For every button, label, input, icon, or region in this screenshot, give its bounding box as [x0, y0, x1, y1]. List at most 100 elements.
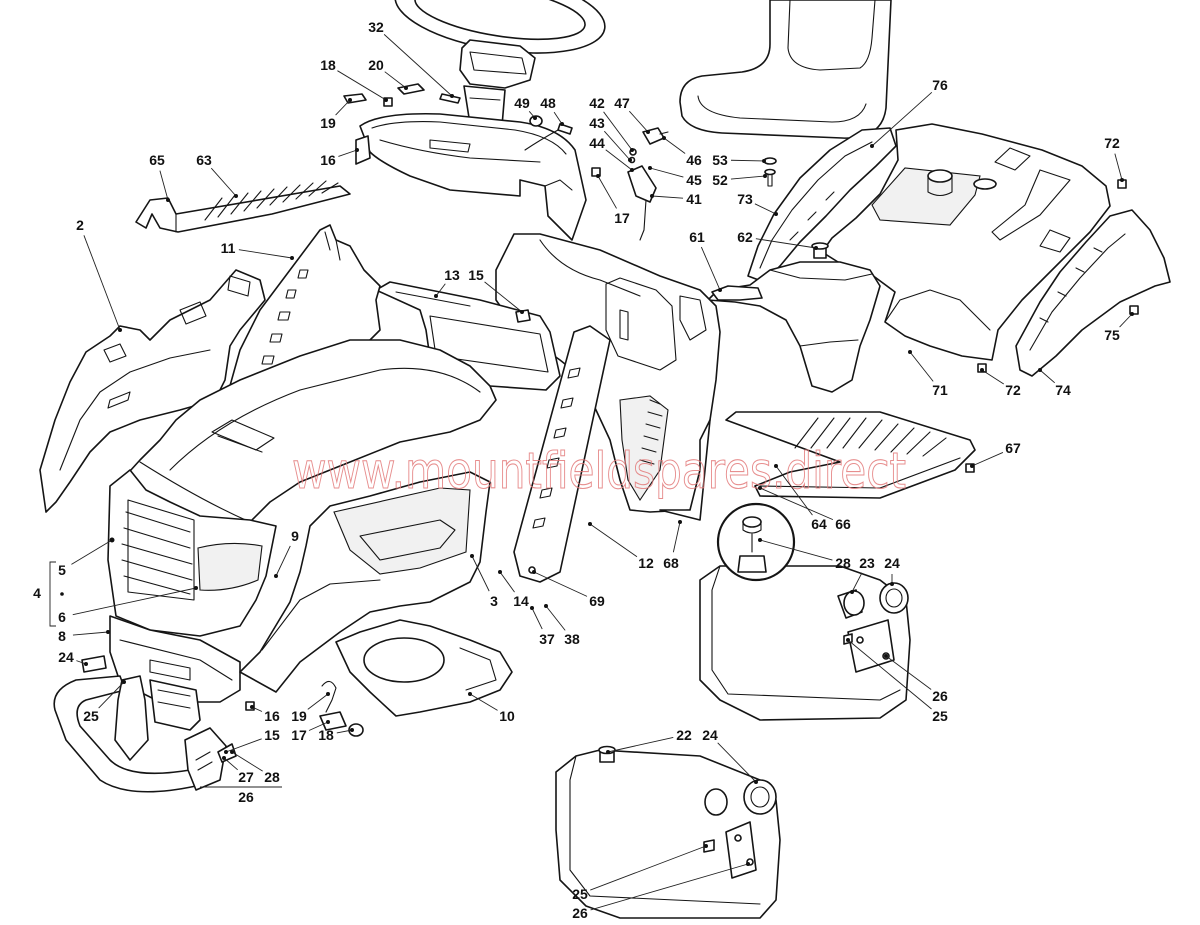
- leader-line-2: [83, 235, 121, 331]
- leader-dot-24: [754, 780, 758, 784]
- part-callout-46: 46: [686, 152, 702, 168]
- leader-line-14: [499, 571, 515, 593]
- leader-dot-72: [1120, 178, 1124, 182]
- part-callout-17: 17: [614, 210, 630, 226]
- part-callout-26: 26: [572, 905, 588, 921]
- leader-line-5: [71, 539, 113, 565]
- leader-line-26: [590, 863, 749, 911]
- part-callout-42: 42: [589, 95, 605, 111]
- part-callout-75: 75: [1104, 327, 1120, 343]
- leader-line-17: [597, 175, 617, 209]
- leader-line-69: [533, 571, 588, 597]
- part-callout-15: 15: [468, 267, 484, 283]
- leader-dot-26: [884, 654, 888, 658]
- dash-knob-19: [343, 93, 367, 104]
- part-callout-53: 53: [712, 152, 728, 168]
- leader-dot-5: [110, 538, 114, 542]
- leader-dot-14: [498, 570, 502, 574]
- fuel-tank-alt: [555, 745, 781, 919]
- part-callout-24: 24: [58, 649, 74, 665]
- rear-fender-flap: [1015, 209, 1171, 377]
- part-callout-71: 71: [932, 382, 948, 398]
- leader-line-22: [607, 736, 674, 753]
- part-callout-25: 25: [572, 886, 588, 902]
- part-callout-45: 45: [686, 172, 702, 188]
- part-callout-16: 16: [320, 152, 336, 168]
- leader-dot-19: [326, 692, 330, 696]
- part-callout-27: 27: [238, 769, 254, 785]
- leader-line-67: [971, 452, 1004, 467]
- leader-dot-25: [704, 844, 708, 848]
- part-callout-43: 43: [589, 115, 605, 131]
- bolt-52: [764, 168, 776, 187]
- leader-dot-52: [763, 174, 767, 178]
- part-callout-3: 3: [490, 593, 498, 609]
- part-callout-22: 22: [676, 727, 692, 743]
- part-callout-4: 4: [33, 585, 41, 601]
- leader-line-32: [383, 34, 453, 97]
- leader-dot-62: [814, 246, 818, 250]
- right-footplate: [725, 411, 976, 499]
- part-callout-47: 47: [614, 95, 630, 111]
- leader-line-15: [225, 738, 262, 753]
- part-callout-66: 66: [835, 516, 851, 532]
- part-callout-68: 68: [663, 555, 679, 571]
- part-callout-16: 16: [264, 708, 280, 724]
- fuel-cap-detail-circle: [716, 502, 796, 582]
- part-callout-48: 48: [540, 95, 556, 111]
- leader-line-3: [471, 555, 490, 592]
- leader-line-25: [590, 845, 707, 891]
- leader-dot-17: [596, 174, 600, 178]
- leader-line-65: [159, 170, 169, 201]
- leader-dot-12: [588, 522, 592, 526]
- lower-fixings: [217, 680, 364, 763]
- leader-line-41: [651, 195, 684, 199]
- part-callout-76: 76: [932, 77, 948, 93]
- leader-line-71: [909, 351, 934, 382]
- part-callout-11: 11: [221, 240, 236, 256]
- part-callout-23: 23: [859, 555, 875, 571]
- part-callout-19: 19: [291, 708, 307, 724]
- seat-switch: [811, 242, 829, 259]
- leader-line-45: [649, 167, 684, 178]
- right-side-panel: [239, 471, 491, 693]
- part-callout-38: 38: [564, 631, 580, 647]
- leader-dot-61: [718, 288, 722, 292]
- leader-dot-9: [274, 574, 278, 578]
- part-callout-10: 10: [499, 708, 515, 724]
- leader-line-18: [336, 729, 353, 734]
- leader-line-72: [981, 369, 1005, 385]
- leader-line-18: [337, 70, 387, 101]
- leader-dot-66: [758, 486, 762, 490]
- part-callout-5: 5: [58, 562, 66, 578]
- leader-dot-41: [650, 194, 654, 198]
- part-callout-28: 28: [835, 555, 851, 571]
- leader-dot-24: [84, 662, 88, 666]
- part-callout-64: 64: [811, 516, 827, 532]
- center-console: [375, 281, 561, 391]
- leader-dot-20: [404, 86, 408, 90]
- leader-line-68: [672, 521, 681, 553]
- leader-line-38: [545, 605, 566, 631]
- leader-dot-15: [520, 310, 524, 314]
- part-callout-25: 25: [932, 708, 948, 724]
- leader-line-20: [384, 71, 407, 89]
- dash-plate-20: [397, 83, 425, 95]
- leader-line-61: [700, 246, 721, 291]
- leader-dot-23: [850, 590, 854, 594]
- part-callout-8: 8: [58, 628, 66, 644]
- leader-dot-13: [434, 294, 438, 298]
- leader-dot-49: [533, 116, 537, 120]
- part-callout-52: 52: [712, 172, 728, 188]
- leader-line-17: [308, 721, 329, 731]
- part-callout-67: 67: [1005, 440, 1021, 456]
- leader-dot-27: [222, 756, 226, 760]
- leader-dot-16: [355, 148, 359, 152]
- part-callout-69: 69: [589, 593, 605, 609]
- dash-nut-49: [529, 115, 543, 127]
- part-callout-65: 65: [149, 152, 165, 168]
- part-callout-25: 25: [83, 708, 99, 724]
- leader-dot-32: [450, 94, 454, 98]
